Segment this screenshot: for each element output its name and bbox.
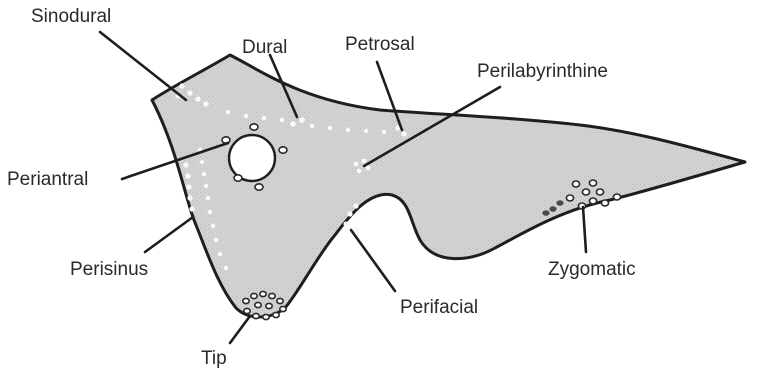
label-tip: Tip [201,348,227,369]
perisinus-leader [145,217,193,252]
tip-leader [230,316,250,343]
label-zygomatic: Zygomatic [548,259,636,280]
sinodural-leader [100,32,186,100]
perifacial-leader [351,230,395,291]
antrum [229,135,275,181]
label-perilabyrinthine: Perilabyrinthine [477,61,608,82]
temporal-bone-shape [152,55,745,317]
label-dural: Dural [242,37,287,58]
zygomatic-leader [583,207,586,252]
label-sinodural: Sinodural [31,6,111,27]
label-perisinus: Perisinus [70,259,148,280]
label-periantral: Periantral [7,169,88,190]
label-petrosal: Petrosal [345,34,415,55]
label-perifacial: Perifacial [400,297,478,318]
